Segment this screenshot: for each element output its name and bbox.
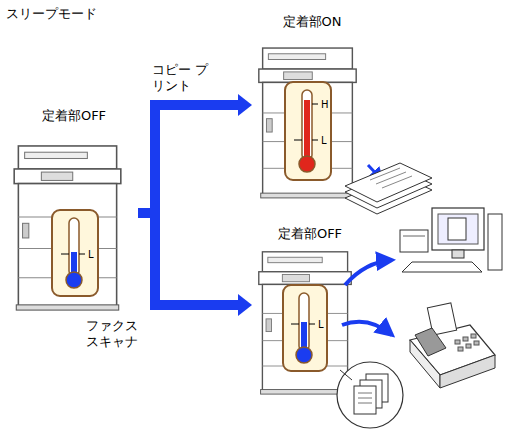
temp-mark: L [321,135,327,146]
diagram-title: スリープモード [6,6,97,22]
machine-node: 定着部OFF [252,226,368,398]
state-label: 定着部OFF [252,226,368,242]
state-label: 定着部OFF [10,108,138,124]
state-label: 定着部ON [252,14,372,30]
flow-arrow [138,94,252,213]
flow-arrow [138,213,252,316]
temp-mark: H [321,99,329,110]
temp-mark: L [88,249,94,260]
machine-node: 定着部OFF [10,108,138,318]
edge-label: ファクス スキャナ [86,318,154,350]
temp-mark: L [318,319,324,330]
machine-node: 定着部ON [252,14,372,209]
edge-label: コピー プリント [152,62,220,94]
